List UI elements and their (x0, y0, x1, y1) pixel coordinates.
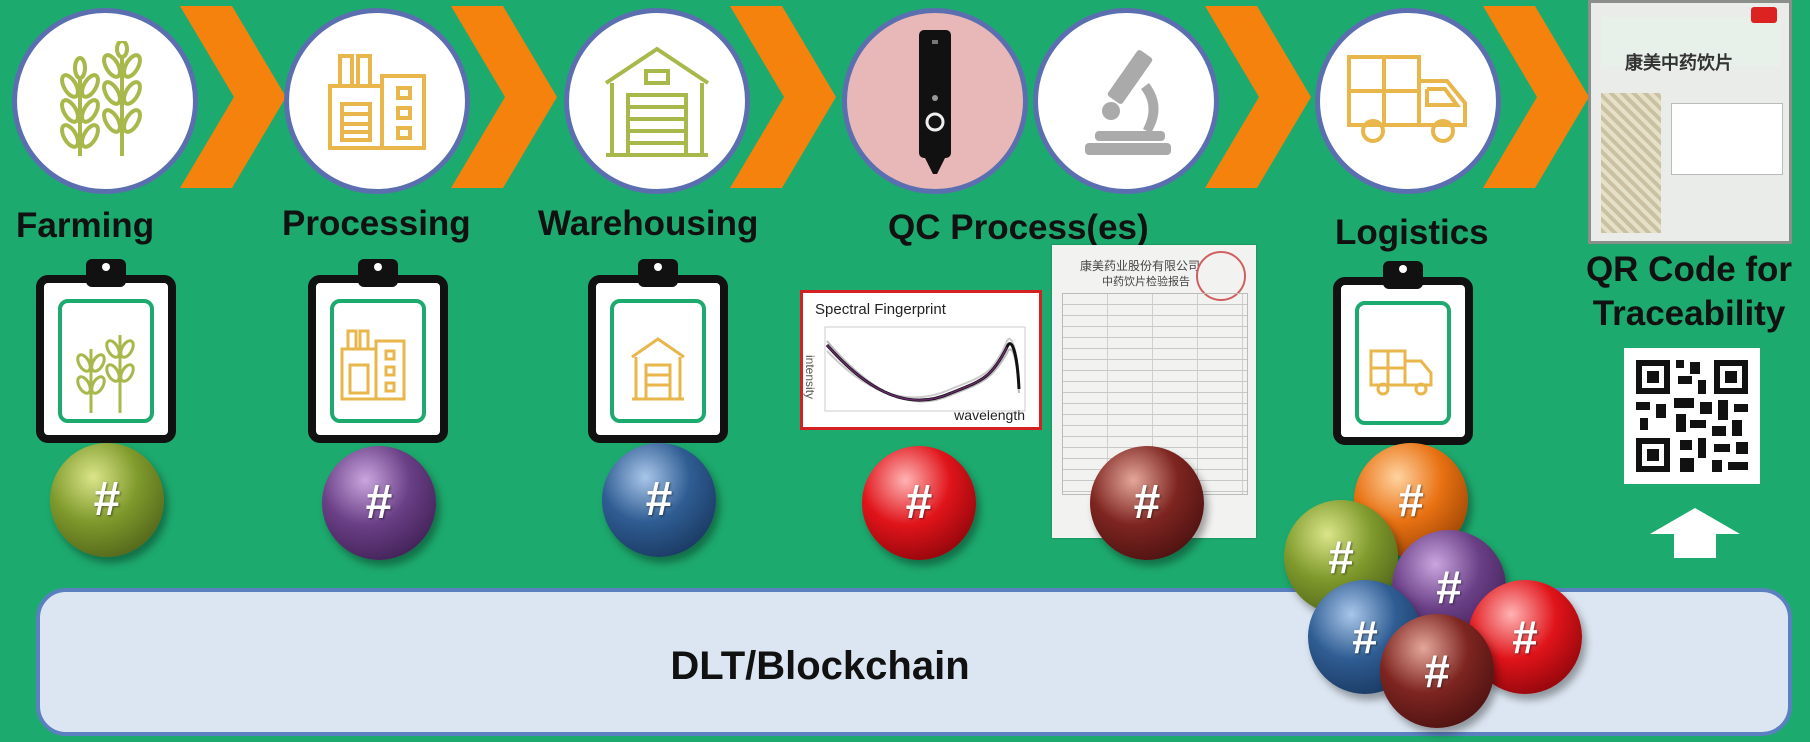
chevron-arrow-icon (1483, 6, 1589, 188)
hash-ball-processing: # (322, 446, 436, 560)
warehousing-circle (564, 8, 750, 194)
hash-ball-farming: # (50, 443, 164, 557)
clipboard-warehousing-icon (588, 259, 728, 443)
package-logo (1751, 7, 1777, 23)
stage-label-processing: Processing (282, 204, 471, 243)
report-title: 康美药业股份有限公司 (1080, 259, 1201, 273)
qr-title-line1: QR Code for (1585, 250, 1793, 289)
spectrometer-circle (842, 8, 1028, 194)
hash-ball-warehousing: # (602, 443, 716, 557)
hash-ball-cluster-maroon: # (1380, 614, 1494, 728)
hash-symbol: # (1328, 531, 1354, 583)
stage-label-farming: Farming (16, 206, 155, 245)
chevron-arrow-icon (180, 6, 286, 188)
truck-icon (1347, 55, 1467, 143)
hash-symbol: # (1424, 645, 1450, 697)
clipboard-farming-icon (36, 259, 176, 443)
qr-code-icon (1636, 360, 1748, 472)
warehouse-icon (604, 46, 710, 157)
spectral-fingerprint-chart: Spectral Fingerprint intensity wavelengt… (800, 290, 1042, 430)
hash-symbol: # (1512, 611, 1538, 663)
herbal-package-image: 康美中药饮片 (1588, 0, 1792, 244)
processing-circle (284, 8, 470, 194)
package-label-area (1601, 17, 1781, 67)
clipboard-logistics-icon (1333, 261, 1473, 445)
package-herb-texture (1601, 93, 1661, 233)
spectral-title: Spectral Fingerprint (815, 301, 946, 318)
factory-icon (328, 54, 426, 150)
chevron-arrow-icon (1205, 6, 1311, 188)
hash-symbol: # (905, 476, 933, 529)
wheat-icon (60, 41, 142, 156)
chevron-arrow-icon (730, 6, 836, 188)
logistics-circle (1315, 8, 1501, 194)
hash-ball-report: # (1090, 446, 1204, 560)
stage-label-logistics: Logistics (1335, 213, 1489, 252)
qr-title-line2: Traceability (1592, 294, 1786, 333)
hash-symbol: # (1352, 611, 1378, 663)
hash-symbol: # (645, 473, 673, 526)
qr-code[interactable] (1624, 348, 1760, 484)
farming-circle (12, 8, 198, 194)
microscope-icon (1085, 50, 1171, 155)
hash-symbol: # (1133, 476, 1161, 529)
package-brand: 康美中药饮片 (1625, 53, 1733, 73)
chevron-arrow-icon (451, 6, 557, 188)
hash-symbol: # (365, 476, 393, 529)
spectral-curves (824, 326, 1026, 412)
qr-title: QR Code for Traceability (1568, 248, 1810, 336)
blockchain-label: DLT/Blockchain (670, 644, 970, 688)
report-subtitle: 中药饮片检验报告 (1102, 276, 1190, 288)
hash-symbol: # (93, 473, 121, 526)
stage-label-qc: QC Process(es) (888, 208, 1149, 247)
hash-symbol: # (1436, 561, 1462, 613)
package-inner-label (1671, 103, 1783, 175)
stage-label-warehousing: Warehousing (538, 204, 759, 243)
clipboard-processing-icon (308, 259, 448, 443)
microscope-circle (1033, 8, 1219, 194)
arrow-up-icon (1650, 508, 1740, 558)
hash-symbol: # (1398, 474, 1424, 526)
handheld-spectrometer-icon (919, 30, 951, 174)
hash-ball-spectral: # (862, 446, 976, 560)
